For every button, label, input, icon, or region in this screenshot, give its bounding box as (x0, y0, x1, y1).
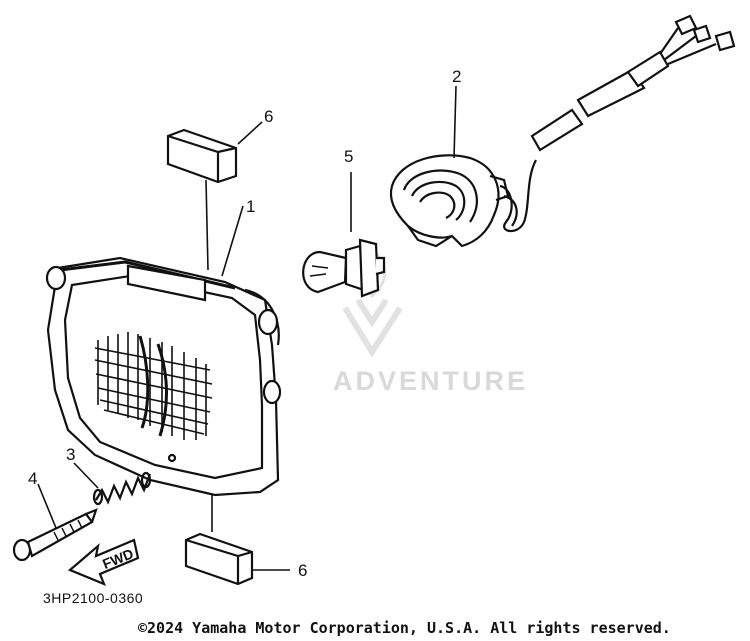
callout-6-bottom: 6 (298, 561, 307, 580)
fwd-label: FWD (100, 545, 136, 572)
callout-1: 1 (246, 197, 255, 216)
copyright-notice: ©2024 Yamaha Motor Corporation, U.S.A. A… (138, 619, 671, 637)
adjuster-spring (92, 471, 152, 506)
wiring-harness (499, 14, 736, 233)
headlight-bulb (302, 238, 386, 298)
adjuster-screw (12, 508, 98, 562)
headlight-unit (45, 256, 282, 497)
forward-direction-arrow: FWD (67, 538, 140, 587)
rubber-pad-top (166, 128, 238, 184)
watermark-text: ADVENTURE (333, 366, 529, 396)
bulb-socket (389, 154, 510, 248)
callout-4: 4 (28, 469, 37, 488)
callout-6-top: 6 (264, 107, 273, 126)
leader-lines (37, 85, 457, 571)
callout-3: 3 (66, 445, 75, 464)
callout-5: 5 (344, 147, 353, 166)
rubber-pad-bottom (184, 532, 254, 586)
callout-2: 2 (452, 67, 461, 86)
part-diagram-code: 3HP2100-0360 (43, 590, 144, 606)
